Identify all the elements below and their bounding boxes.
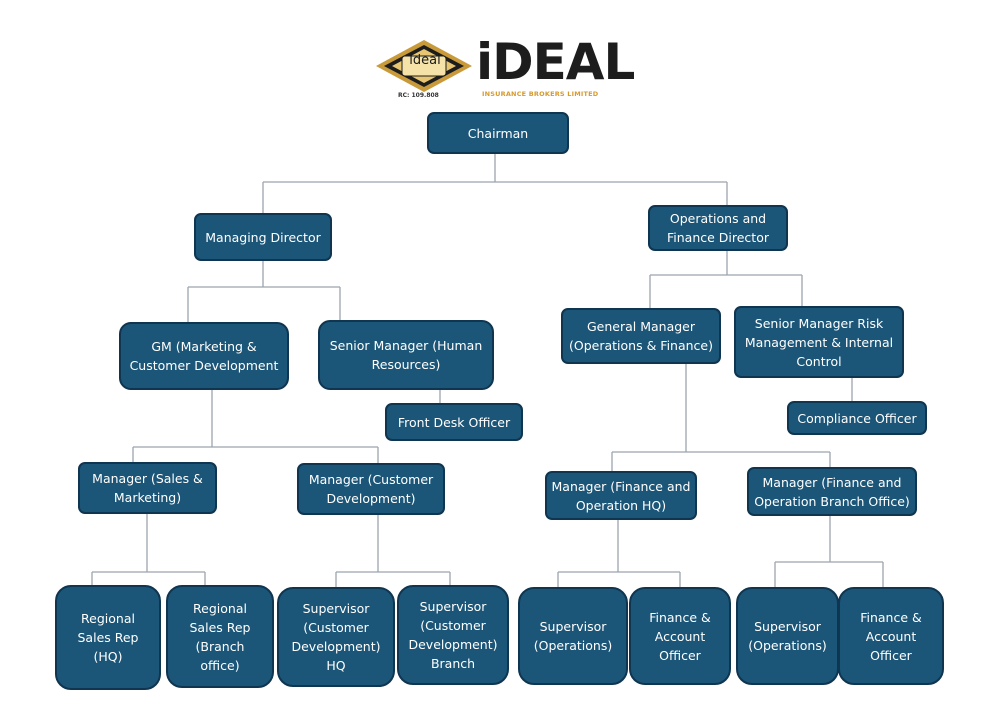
logo-emblem: ideal RC: 109.808 [372,36,472,99]
node-gm-marketing: GM (Marketing & Customer Development [119,322,289,390]
node-supervisor-customer-dev-hq: Supervisor (Customer Development) HQ [277,587,395,687]
node-regional-sales-rep-hq: Regional Sales Rep (HQ) [55,585,161,690]
node-front-desk-officer: Front Desk Officer [385,403,523,441]
node-senior-manager-risk: Senior Manager Risk Management & Interna… [734,306,904,378]
node-finance-account-officer-branch: Finance & Account Officer [838,587,944,685]
node-manager-finance-branch: Manager (Finance and Operation Branch Of… [747,467,917,516]
node-manager-finance-hq: Manager (Finance and Operation HQ) [545,471,697,520]
node-chairman: Chairman [427,112,569,154]
node-compliance-officer: Compliance Officer [787,401,927,435]
node-supervisor-customer-dev-branch: Supervisor (Customer Development) Branch [397,585,509,685]
logo-subtitle: INSURANCE BROKERS LIMITED [482,90,599,98]
node-manager-customer-development: Manager (Customer Development) [297,463,445,515]
node-supervisor-operations-branch: Supervisor (Operations) [736,587,839,685]
company-logo: ideal RC: 109.808 iDEAL INSURANCE BROKER… [372,34,635,106]
logo-registration: RC: 109.808 [398,92,439,99]
logo-emblem-text: ideal [409,53,441,68]
node-operations-finance-director: Operations and Finance Director [648,205,788,251]
node-senior-manager-hr: Senior Manager (Human Resources) [318,320,494,390]
node-supervisor-operations-hq: Supervisor (Operations) [518,587,628,685]
node-manager-sales-marketing: Manager (Sales & Marketing) [78,462,217,514]
node-regional-sales-rep-branch: Regional Sales Rep (Branch office) [166,585,274,688]
node-finance-account-officer-hq: Finance & Account Officer [629,587,731,685]
node-managing-director: Managing Director [194,213,332,261]
logo-wordmark: iDEAL [476,33,635,91]
node-gm-operations-finance: General Manager (Operations & Finance) [561,308,721,364]
